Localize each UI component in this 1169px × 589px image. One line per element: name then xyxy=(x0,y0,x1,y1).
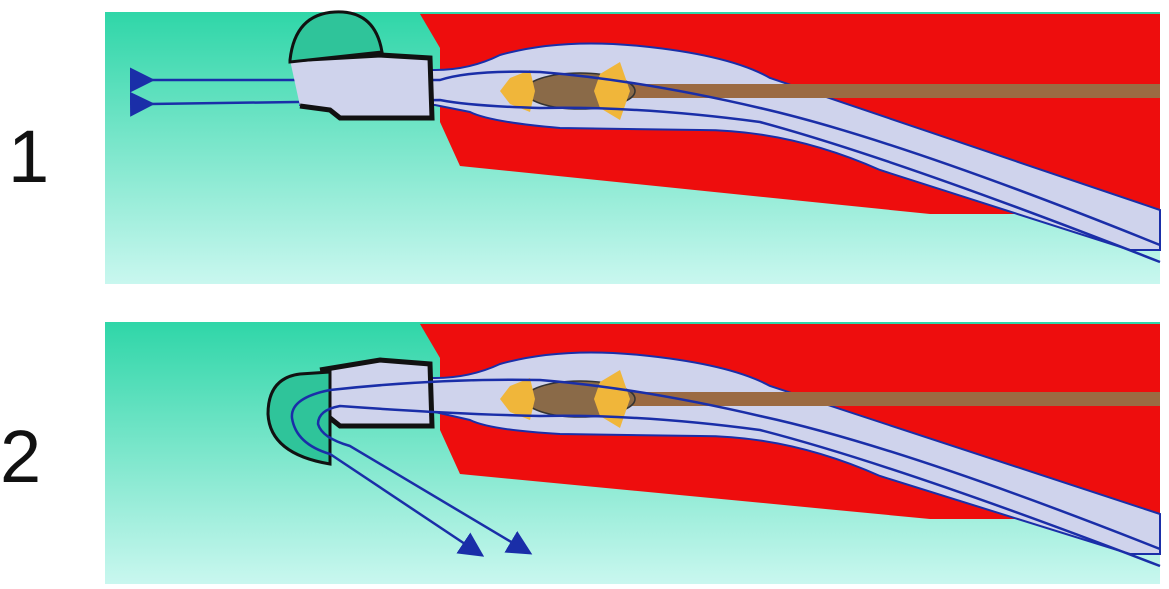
diagram-panel-2 xyxy=(0,314,1169,589)
nozzle-tip xyxy=(320,360,432,426)
diagram-panel-1 xyxy=(0,0,1169,300)
nozzle-tip xyxy=(290,55,432,118)
